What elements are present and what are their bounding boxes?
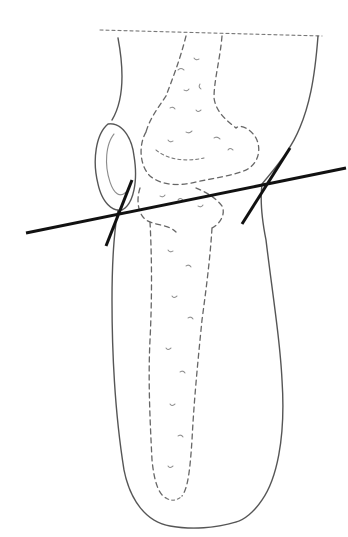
patella-outline — [95, 124, 135, 210]
thigh-back-outline — [262, 36, 318, 184]
thigh-front-outline — [112, 38, 122, 120]
femur-shaft-back — [214, 36, 236, 128]
tibia-shaft-front — [149, 222, 166, 498]
thigh-cut-line — [100, 30, 322, 36]
patella-inner-contour — [107, 134, 126, 195]
calf-outline — [236, 184, 283, 522]
bone-texture — [160, 58, 233, 468]
shin-front-outline — [112, 210, 236, 528]
back-crossing-marker — [242, 148, 290, 224]
femoral-condyle — [141, 126, 259, 184]
joint-axis-line — [26, 168, 346, 233]
tibia-shaft-back — [182, 228, 212, 496]
condyle-inner-line — [156, 150, 204, 160]
tibia-shaft-bottom — [166, 496, 182, 500]
femur-shaft — [146, 36, 186, 132]
